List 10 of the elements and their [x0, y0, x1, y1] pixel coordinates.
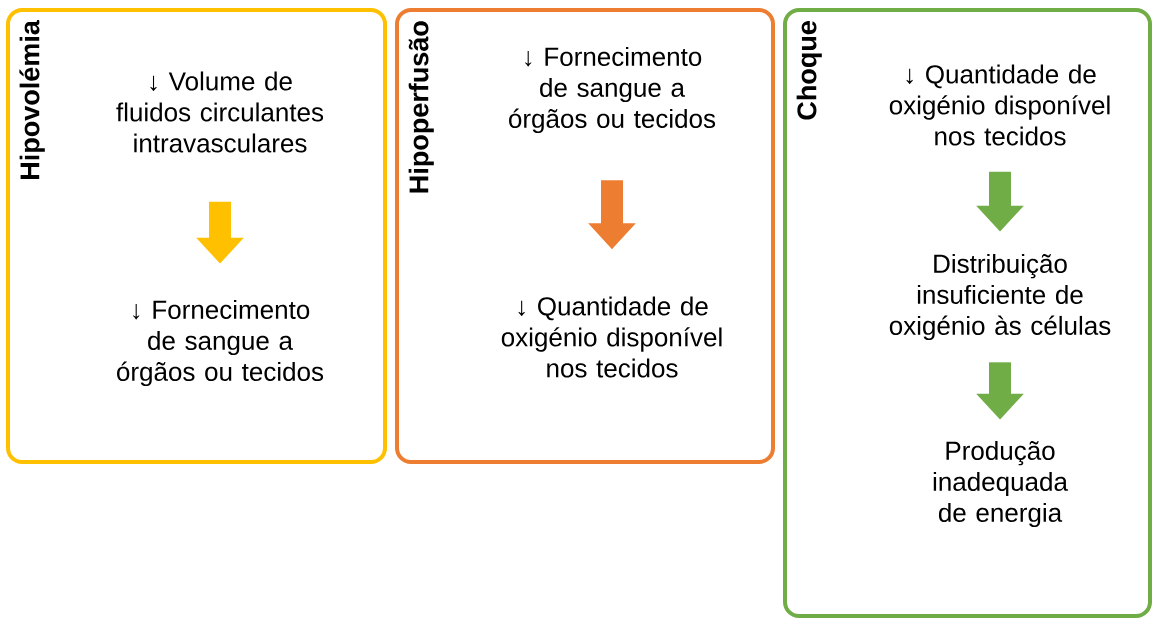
step-text: ↓ Quantidade de oxigénio disponível nos tecidos: [889, 64, 1110, 146]
step-text: ↓ Quantidade de oxigénio disponível nos tecidos: [501, 296, 722, 378]
step-text: Produção inadequada de energia: [933, 440, 1068, 528]
step-text: ↓ Volume de fluidos circulantes intravasculares: [116, 71, 324, 153]
step-text: ↓ Fornecimento de sangue a órgãos ou tecidos: [509, 46, 716, 134]
step-text: ↓ Fornecimento de sangue a órgãos ou tecidos: [117, 299, 324, 387]
step-text: Distribuição insuficiente de oxigénio às células: [889, 253, 1111, 341]
panel-heading: Hipoperfusão: [408, 21, 434, 193]
panel-heading: Hipovolémia: [19, 20, 45, 179]
panel-heading: Choque: [796, 21, 822, 120]
